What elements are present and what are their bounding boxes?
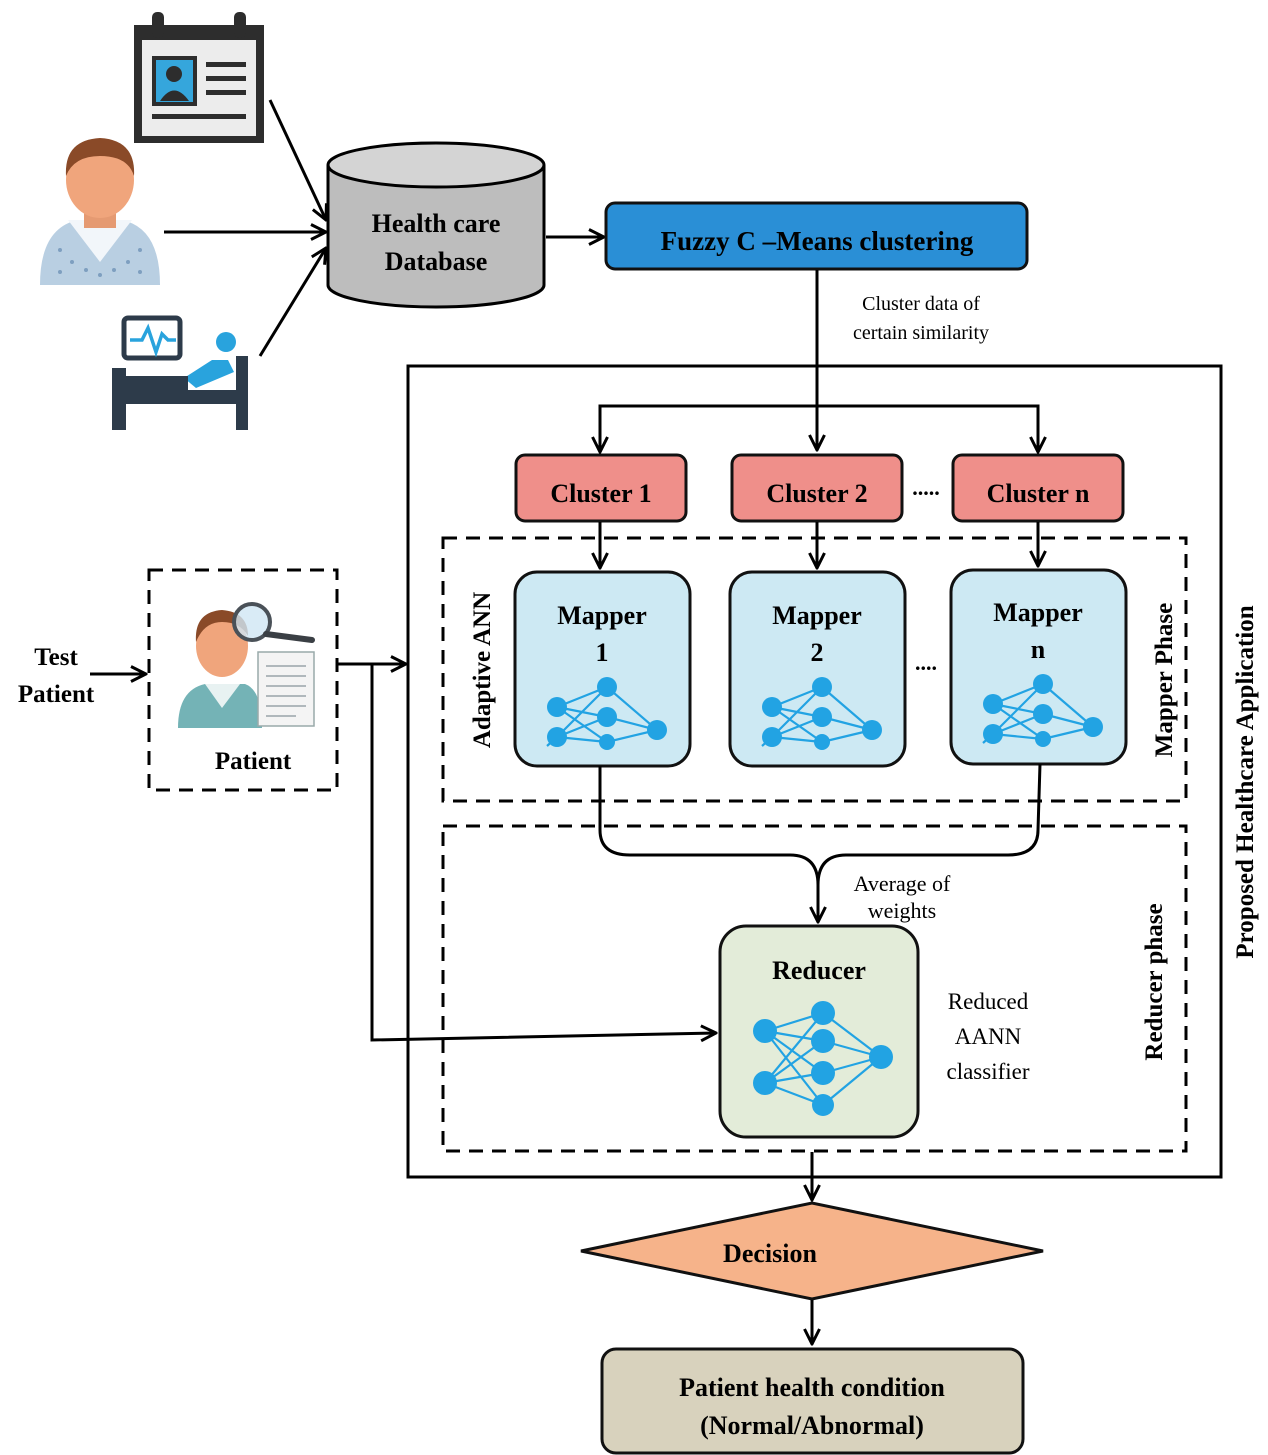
cluster-ellipsis: ..... (912, 475, 940, 500)
mapper-phase-label: Mapper Phase (1151, 603, 1178, 757)
database-label-line1: Health care (372, 209, 501, 238)
adaptive-ann-label: Adaptive ANN (469, 592, 496, 748)
cluster-note-line1: Cluster data of (862, 293, 980, 315)
average-note-line1: Average of (854, 871, 951, 896)
reducer-phase-label: Reducer phase (1141, 903, 1168, 1060)
patient-box: Patient (147, 568, 339, 792)
health-condition-box: Patient health condition (Normal/Abnorma… (600, 1347, 1025, 1455)
database-label-line2: Database (385, 247, 488, 276)
neural-network-icon (761, 677, 882, 750)
patient-dashed-box (147, 568, 339, 792)
mapper-label-line1: Mapper (772, 601, 862, 630)
reducer-label: Reducer (772, 956, 866, 985)
mapper-label-line2: 1 (596, 638, 609, 667)
reduced-note-line2: AANN (955, 1024, 1022, 1049)
monitor-to-db-arrow (258, 248, 326, 357)
mapper-ellipsis: .... (915, 650, 937, 675)
decision-label: Decision (723, 1239, 817, 1268)
reduced-note-line3: classifier (946, 1059, 1029, 1084)
outcome-line1: Patient health condition (679, 1373, 945, 1402)
health-care-database: Health care Database (326, 141, 546, 309)
mapper-label-line1: Mapper (557, 601, 647, 630)
patient-avatar-icon (40, 138, 160, 285)
mappern-merge-line (816, 763, 1042, 886)
patient-examination-icon (178, 602, 315, 728)
mapper-box-2: Mapper 2 (728, 570, 907, 768)
mapper1-merge-line (598, 766, 820, 886)
neural-network-icon (982, 674, 1103, 747)
test-patient-line2: Patient (18, 681, 95, 708)
patient-record-icon (134, 12, 264, 143)
patient-to-reducer-arrow (370, 664, 716, 1040)
decision-diamond: Decision (580, 1201, 1044, 1301)
fuzzy-c-means-box: Fuzzy C –Means clustering (604, 201, 1029, 271)
cluster-label: Cluster 2 (766, 479, 867, 508)
mapper-phase-region (441, 536, 1188, 803)
cluster-box-n: Cluster n (951, 453, 1125, 523)
neural-network-icon (753, 1001, 893, 1116)
mapper-box-n: Mapper n (949, 568, 1128, 766)
mapper-box-1: Mapper 1 (513, 570, 692, 768)
mapper-label-line2: n (1031, 635, 1046, 664)
mapper-label-line2: 2 (811, 638, 824, 667)
cluster-note-line2: certain similarity (853, 322, 989, 344)
cluster-label: Cluster n (987, 479, 1090, 508)
fcm-label: Fuzzy C –Means clustering (661, 226, 974, 256)
cluster-box-1: Cluster 1 (514, 453, 688, 523)
neural-network-icon (546, 677, 667, 750)
test-patient-line1: Test (34, 644, 78, 671)
reduced-note-line1: Reduced (948, 989, 1029, 1014)
hospital-bed-monitor-icon (112, 315, 248, 430)
record-to-db-arrow (268, 99, 326, 220)
application-frame (406, 364, 1223, 1179)
cluster-box-2: Cluster 2 (730, 453, 904, 523)
patient-label: Patient (215, 748, 292, 775)
average-note-line2: weights (868, 898, 936, 923)
application-label: Proposed Healthcare Application (1232, 605, 1259, 958)
mapper-label-line1: Mapper (993, 598, 1083, 627)
reducer-box: Reducer (718, 924, 920, 1139)
cluster-label: Cluster 1 (550, 479, 651, 508)
cluster-split-line (598, 404, 1040, 450)
reducer-phase-region (441, 824, 1188, 1153)
outcome-line2: (Normal/Abnormal) (700, 1411, 924, 1440)
